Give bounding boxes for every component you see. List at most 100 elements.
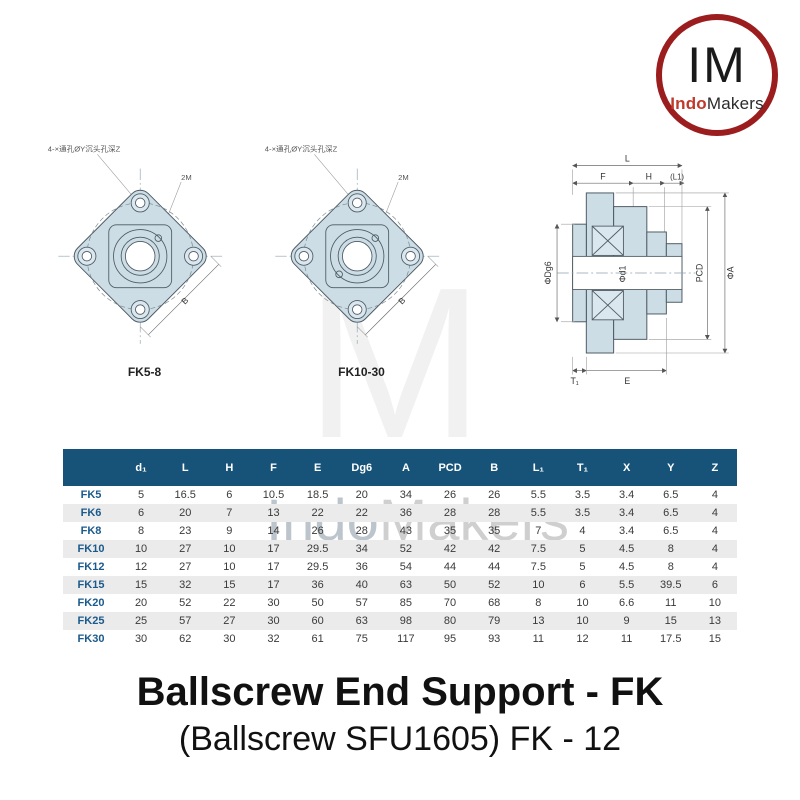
model-cell: FK8 [80,525,102,537]
value-cell: 12 [576,633,589,645]
flange-large-caption: FK10-30 [338,365,385,379]
value-cell: 22 [311,507,324,519]
value-cell: 4 [579,525,586,537]
value-cell: 17 [267,543,280,555]
flange-figure-small: 4-×通孔ØY沉头孔深Z 2M [42,140,247,379]
value-cell: 95 [443,633,457,645]
page-subtitle: (Ballscrew SFU1605) FK - 12 [178,720,622,758]
value-cell: 10 [223,543,236,555]
value-cell: 11 [532,633,545,645]
value-cell: 10 [532,579,545,591]
value-cell: 4.5 [618,543,635,555]
logo-brand-makers: Makers [706,94,764,113]
value-cell: 10 [223,561,236,573]
value-cell: 93 [488,633,501,645]
value-cell: 68 [488,597,501,609]
bolt-hole [77,193,204,320]
value-cell: 57 [179,615,192,627]
value-cell: 63 [399,579,413,591]
value-cell: 6 [579,579,586,591]
value-cell: 44 [488,561,501,573]
value-cell: 8 [667,561,674,573]
dim-l1-label: (L1) [670,172,684,181]
value-cell: 42 [443,543,457,555]
title-block: Ballscrew End Support - FK (Ballscrew SF… [0,670,800,759]
dim-e-label: E [624,376,630,386]
value-cell: 14 [267,525,280,537]
value-cell: 79 [488,615,501,627]
value-cell: 6.5 [663,489,679,501]
thread-2m-label: 2M [398,173,409,182]
value-cell: 34 [355,543,368,555]
model-cell: FK5 [80,489,102,501]
value-cell: 16.5 [174,489,196,501]
flange-figure-large: 4-×通孔ØY沉头孔深Z 2M [259,140,464,379]
value-cell: 22 [355,507,368,519]
value-cell: 7.5 [530,561,546,573]
technical-drawings: 4-×通孔ØY沉头孔深Z 2M [42,140,762,398]
value-cell: 5.5 [530,507,546,519]
value-cell: 27 [179,543,192,555]
value-cell: 3.4 [618,507,635,519]
value-cell: 30 [267,597,280,609]
value-cell: 7 [535,525,542,537]
value-cell: 13 [532,615,545,627]
value-cell: 11 [620,633,633,645]
value-cell: 4 [711,543,718,555]
column-header: H [207,449,252,486]
value-cell: 29.5 [306,561,329,573]
value-cell: 4 [711,561,718,573]
counterbore-note-label: 4-×通孔ØY沉头孔深Z [48,143,121,153]
dim-h-label: H [646,171,652,181]
value-cell: 60 [311,615,324,627]
column-header: X [604,449,649,486]
flange-drawing-large: 4-×通孔ØY沉头孔深Z 2M [265,143,440,344]
value-cell: 26 [311,525,324,537]
value-cell: 12 [134,561,148,573]
value-cell: 5 [579,561,586,573]
value-cell: 28 [355,525,368,537]
bearing-section [591,225,624,321]
value-cell: 29.5 [306,543,329,555]
value-cell: 6 [711,579,718,591]
value-cell: 17.5 [660,633,682,645]
value-cell: 23 [179,525,192,537]
value-cell: 85 [399,597,413,609]
value-cell: 20 [179,507,192,519]
value-cell: 22 [223,597,236,609]
value-cell: 6.5 [663,525,679,537]
model-cell: FK20 [77,597,105,609]
value-cell: 20 [355,489,368,501]
value-cell: 10 [134,543,148,555]
model-cell: FK12 [77,561,105,573]
value-cell: 3.4 [618,489,635,501]
counterbore-note-label: 4-×通孔ØY沉头孔深Z [265,143,338,153]
value-cell: 6 [138,507,145,519]
value-cell: 15 [708,633,722,645]
value-cell: 10 [576,615,589,627]
column-header: Z [692,449,737,486]
logo-brand-indo: Indo [670,94,707,113]
flange-drawing-small: 4-×通孔ØY沉头孔深Z 2M [48,143,223,344]
value-cell: 9 [623,615,630,627]
value-cell: 43 [399,525,413,537]
value-cell: 52 [488,579,501,591]
value-cell: 15 [134,579,148,591]
value-cell: 4 [711,507,718,519]
column-header: T₁ [560,449,605,486]
value-cell: 10 [708,597,722,609]
set-screw-hole [154,234,163,242]
dim-d1-label: Φd1 [617,265,627,282]
flange-small-caption: FK5-8 [127,365,162,379]
logo-monogram: IM [687,37,747,93]
value-cell: 6 [226,489,233,501]
